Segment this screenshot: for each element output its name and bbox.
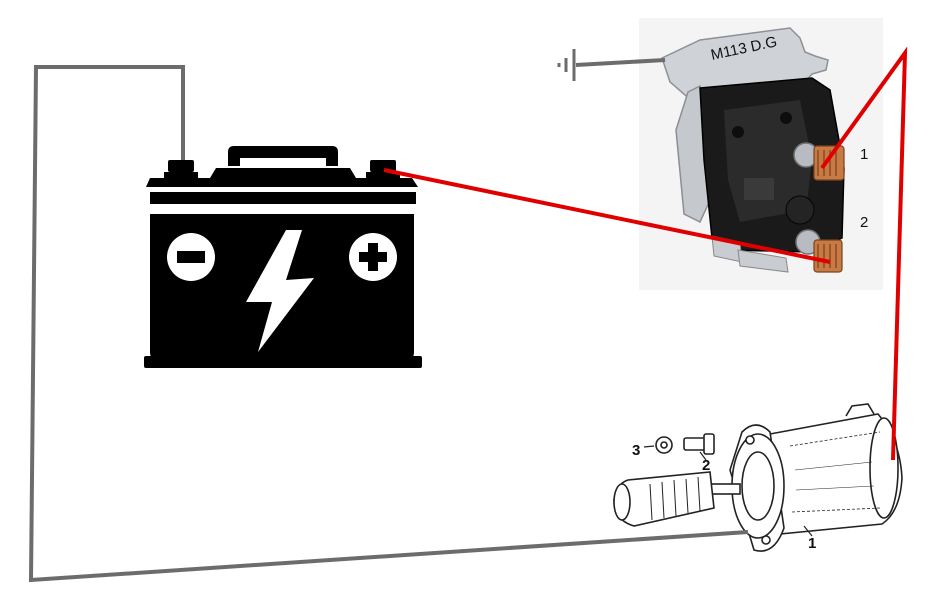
battery-negative-terminal	[168, 160, 194, 172]
battery-lid-band	[150, 192, 416, 204]
starter-part-2-label: 2	[702, 457, 710, 474]
ground-symbol-icon	[557, 49, 666, 81]
positive-wire-battery-to-terminal-2	[383, 168, 831, 264]
ground-wire-battery-to-starter	[28, 65, 749, 583]
starter-motor	[613, 403, 903, 552]
starter-part-3-label: 3	[632, 442, 640, 459]
ground-wire-to-bracket	[575, 58, 666, 67]
starter-part-1-label: 1	[808, 535, 816, 552]
minus-icon	[167, 233, 215, 281]
solenoid-cap-block	[744, 178, 774, 200]
battery-icon	[144, 146, 422, 368]
battery-base	[144, 356, 422, 368]
positive-wire-terminal-1-to-starter	[820, 46, 908, 461]
terminal-2-copper-stud	[813, 239, 843, 273]
starter-bolt	[683, 437, 707, 451]
solenoid-mount-hole	[732, 126, 744, 138]
terminal-2-label: 2	[860, 214, 868, 231]
battery-positive-terminal	[370, 160, 396, 172]
solenoid-bracket-tab	[737, 249, 789, 273]
lightning-bolt-icon	[246, 230, 314, 352]
solenoid-mount-hole	[780, 112, 792, 124]
solenoid-small-terminal	[785, 195, 815, 225]
solenoid-relay: M113 D.G 1 2	[639, 18, 883, 290]
plus-icon	[349, 233, 397, 281]
terminal-1-label: 1	[860, 146, 868, 163]
